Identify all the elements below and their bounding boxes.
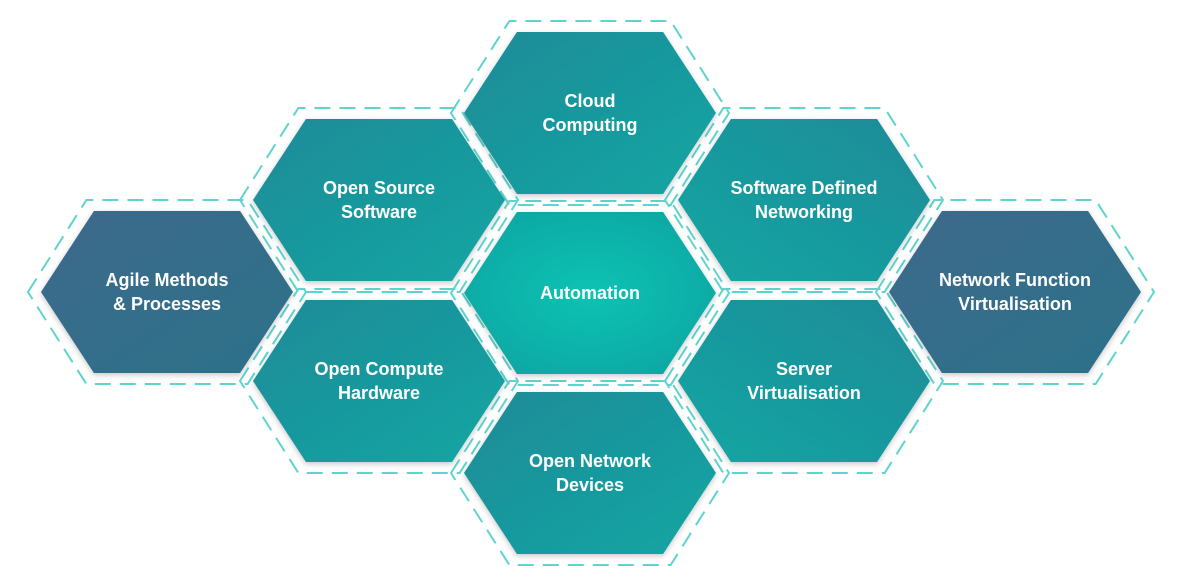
open-compute-hardware-label-line: Hardware <box>338 383 420 403</box>
open-source-software-label-line: Software <box>341 202 417 222</box>
open-compute-hardware-dashed-outline <box>238 288 520 474</box>
server-virtualisation-hexagon-shape <box>678 300 930 462</box>
automation-label-line: Automation <box>540 283 640 303</box>
open-source-software-hexagon-shape <box>253 119 505 281</box>
software-defined-networking-hexagon-shape <box>678 119 930 281</box>
agile-methods-processes-dashed-outline <box>26 199 308 385</box>
server-virtualisation-label-line: Server <box>776 359 832 379</box>
software-defined-networking-label-line: Networking <box>755 202 853 222</box>
cloud-computing-label-line: Cloud <box>565 91 616 111</box>
cloud-computing-dashed-outline <box>449 20 731 206</box>
open-network-devices-label-line: Open Network <box>529 451 652 471</box>
open-network-devices-dashed-outline <box>449 380 731 566</box>
open-compute-hardware-label-line: Open Compute <box>315 359 444 379</box>
agile-methods-processes-label: Agile Methods & Processes <box>105 270 228 314</box>
hexagon-automation: Automation <box>464 212 716 374</box>
agile-methods-processes-label-line: & Processes <box>113 294 221 314</box>
software-defined-networking-dashed-outline <box>663 107 945 293</box>
cloud-computing-label-line: Computing <box>543 115 638 135</box>
open-source-software-label-line: Open Source <box>323 178 435 198</box>
automation-label: Automation <box>540 283 640 303</box>
server-virtualisation-label-line: Virtualisation <box>747 383 861 403</box>
open-source-software-dashed-outline <box>238 107 520 293</box>
automation-dashed-outline <box>449 200 731 386</box>
network-function-virtualisation-dashed-outline <box>874 199 1156 385</box>
hexagon-agile-methods-processes: Agile Methods & Processes <box>41 211 293 373</box>
network-function-virtualisation-hexagon-shape <box>889 211 1141 373</box>
agile-methods-processes-hexagon-shape <box>41 211 293 373</box>
agile-methods-processes-label-line: Agile Methods <box>105 270 228 290</box>
network-function-virtualisation-label-line: Virtualisation <box>958 294 1072 314</box>
network-function-virtualisation-label-line: Network Function <box>939 270 1091 290</box>
server-virtualisation-dashed-outline <box>663 288 945 474</box>
cloud-computing-hexagon-shape <box>464 32 716 194</box>
software-defined-networking-label-line: Software Defined <box>730 178 877 198</box>
open-network-devices-label-line: Devices <box>556 475 624 495</box>
open-compute-hardware-hexagon-shape <box>253 300 505 462</box>
dashed-outline-layer <box>26 20 1156 566</box>
open-network-devices-hexagon-shape <box>464 392 716 554</box>
automation-hexagon-shape <box>464 212 716 374</box>
